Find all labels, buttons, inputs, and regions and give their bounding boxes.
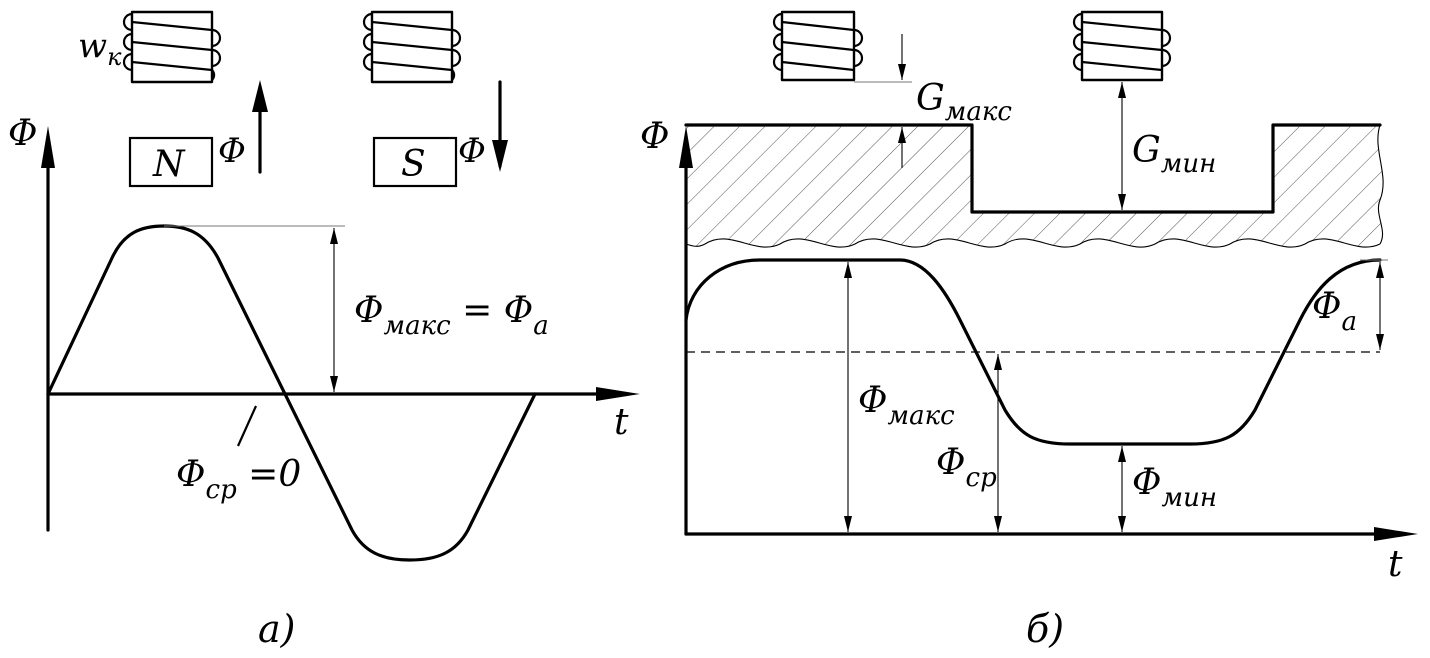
coil-label: wк: [78, 26, 122, 71]
flux-down-label: Φ: [458, 131, 486, 171]
x-axis-label: t: [1388, 544, 1403, 585]
gap-min-label: Gмин: [1132, 130, 1216, 179]
rotor-body: [686, 125, 1384, 248]
coil-icon: [122, 10, 222, 84]
coil-icon: [772, 10, 864, 82]
pole-s-label: S: [401, 144, 426, 185]
pole-n-label: N: [152, 144, 186, 185]
avg-label: Φср =0: [176, 454, 301, 505]
flux-waveform-a: [46, 224, 537, 562]
x-axis-label: t: [614, 402, 629, 443]
y-axis-label: Φ: [8, 113, 38, 154]
gap-max-label: Gмакс: [916, 78, 1012, 127]
pole-s-box: [372, 136, 458, 188]
rotor-break-line: [685, 238, 1381, 248]
y-axis-label: Φ: [640, 116, 670, 157]
pole-n-box: [128, 136, 214, 188]
max-label: Φмакс = Φa: [354, 290, 549, 341]
rotor-outline: [684, 123, 1382, 214]
flux-waveform-b: [684, 258, 1382, 446]
panel-b: Gмакс Gмин Φ t Φa Φмакс Φср: [640, 10, 1418, 651]
caption-a: а): [258, 607, 295, 651]
max-label: Φмакс: [858, 380, 955, 431]
caption-b: б): [1026, 607, 1064, 651]
flux-up-label: Φ: [218, 131, 246, 171]
min-label: Φмин: [1132, 462, 1217, 513]
avg-leader: [236, 405, 258, 447]
amplitude-label: Φa: [1312, 286, 1357, 337]
avg-label: Φср: [936, 442, 997, 493]
coil-icon: [362, 10, 462, 84]
panel-a: wк N S Φ Φ Φ t Φмакс = Φa Φср =0 а): [8, 10, 640, 651]
coil-icon: [1072, 10, 1172, 82]
